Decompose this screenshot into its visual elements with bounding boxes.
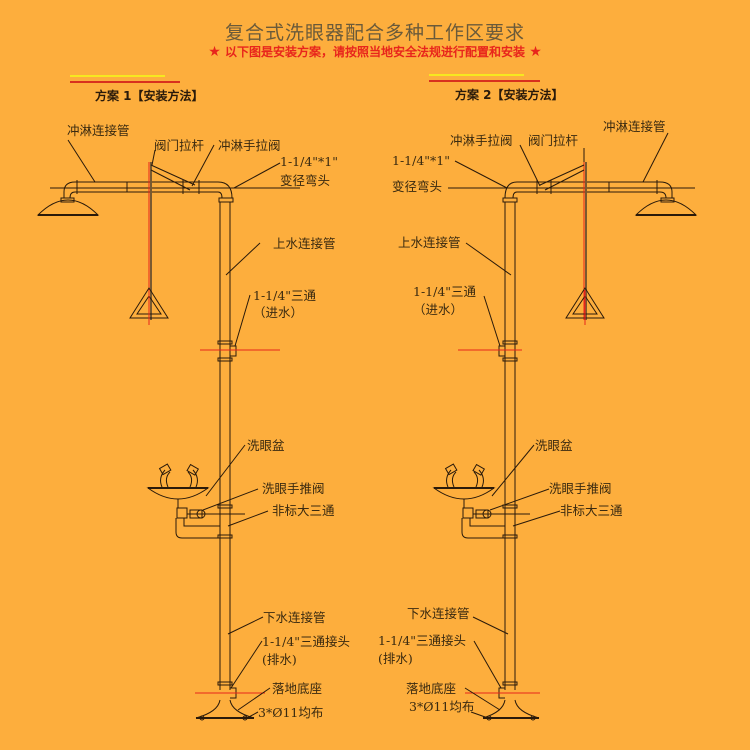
plan2-label-shower-pipe: 冲淋连接管 bbox=[603, 119, 666, 134]
plan1-label-lower-pipe: 下水连接管 bbox=[263, 610, 326, 625]
plan1-label-shower-valve: 冲淋手拉阀 bbox=[218, 138, 281, 153]
plan1-label-valve-rod: 阀门拉杆 bbox=[154, 138, 205, 153]
subtitle-text: 以下图是安装方案，请按照当地安全法规进行配置和安装 bbox=[224, 45, 525, 59]
plan2-accent-lines bbox=[429, 74, 540, 82]
plan1-label-reducer-elbow: 变径弯头 bbox=[280, 173, 331, 188]
plan2-label-eyewash-valve: 洗眼手推阀 bbox=[549, 481, 612, 496]
plan1-label-reducer-size: 1-1/4"*1" bbox=[280, 154, 338, 169]
plan2-label-drain-tee-size: 1-1/4"三通接头 bbox=[378, 633, 467, 648]
plan2-label-holes: 3*Ø11均布 bbox=[409, 699, 475, 714]
plan1-label-eyewash-valve: 洗眼手推阀 bbox=[262, 481, 325, 496]
plan2-label-reducer-elbow: 变径弯头 bbox=[392, 179, 443, 194]
plan1-label-drain-tee-size: 1-1/4"三通接头 bbox=[262, 634, 351, 649]
plan1-label-eyewash-bowl: 洗眼盆 bbox=[247, 438, 285, 453]
subtitle: ★ 以下图是安装方案，请按照当地安全法规进行配置和安装 ★ bbox=[0, 43, 750, 60]
plan2-label-big-tee: 非标大三通 bbox=[560, 503, 623, 518]
plan2-title: 方案 2【安装方法】 bbox=[455, 88, 564, 102]
plan2-label-upper-pipe: 上水连接管 bbox=[398, 235, 461, 250]
plan1-label-inlet-tee-note: （进水） bbox=[253, 305, 304, 320]
plan1-label-shower-pipe: 冲淋连接管 bbox=[67, 123, 130, 138]
plan2-label-floor-base: 落地底座 bbox=[406, 681, 457, 696]
plan1-label-holes: 3*Ø11均布 bbox=[258, 705, 324, 720]
plan2-label-reducer-size: 1-1/4"*1" bbox=[392, 153, 450, 168]
plan1-label-inlet-tee-size: 1-1/4"三通 bbox=[253, 288, 317, 303]
plan2-label-inlet-tee-note: （进水） bbox=[413, 302, 464, 317]
star-icon: ★ bbox=[529, 44, 542, 60]
plan2-label-inlet-tee-size: 1-1/4"三通 bbox=[413, 284, 477, 299]
star-icon: ★ bbox=[208, 44, 221, 60]
plan2-label-eyewash-bowl: 洗眼盆 bbox=[535, 438, 573, 453]
plan1-label-floor-base: 落地底座 bbox=[272, 681, 323, 696]
plan2-label-lower-pipe: 下水连接管 bbox=[407, 606, 470, 621]
plan1-accent-lines bbox=[70, 75, 180, 83]
plan1-drawing bbox=[36, 139, 300, 721]
page-title: 复合式洗眼器配合多种工作区要求 bbox=[224, 22, 525, 44]
plan2-label-shower-valve: 冲淋手拉阀 bbox=[450, 133, 513, 148]
plan1-label-drain-tee-note: (排水) bbox=[262, 652, 297, 667]
plan2-label-drain-tee-note: (排水) bbox=[378, 651, 413, 666]
plan2-label-valve-rod: 阀门拉杆 bbox=[528, 133, 579, 148]
plan1-label-big-tee: 非标大三通 bbox=[272, 503, 335, 518]
plan1-label-upper-pipe: 上水连接管 bbox=[273, 236, 336, 251]
plan1-title: 方案 1【安装方法】 bbox=[95, 89, 204, 103]
plan2-drawing bbox=[432, 132, 698, 721]
